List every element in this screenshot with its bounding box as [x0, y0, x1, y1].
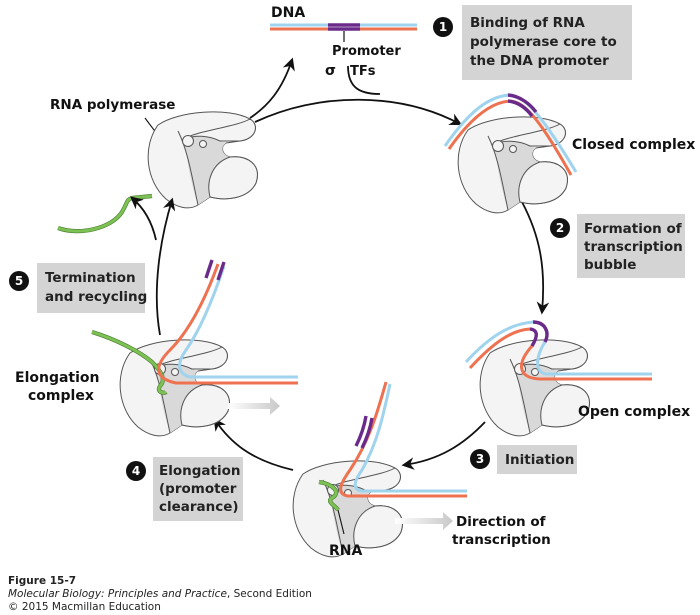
direction-label-line1: Direction of: [456, 514, 546, 530]
copyright: © 2015 Macmillan Education: [8, 601, 161, 613]
step-3-text-line1: Initiation: [505, 452, 574, 468]
step-4-text-line3: clearance): [159, 499, 239, 515]
elongation-direction-arrow: [228, 397, 280, 415]
arrow-to-closed-complex: [254, 98, 463, 126]
direction-arrow: [395, 512, 453, 530]
arrow-to-initiation-complex: [401, 421, 486, 470]
step-4-badge: 4 Elongation (promoter clearance): [126, 457, 243, 521]
direction-label-line2: transcription: [452, 532, 551, 548]
step-3-badge: 3 Initiation: [470, 445, 577, 474]
step-2-text-line3: bubble: [584, 257, 636, 273]
figure-caption: Figure 15-7 Molecular Biology: Principle…: [8, 575, 312, 614]
step-2-box: [577, 214, 685, 278]
step-1-text-line1: Binding of RNA: [470, 15, 585, 31]
step-5-box: [37, 263, 145, 313]
book-edition: , Second Edition: [226, 588, 312, 600]
elongation-complex-label-line1: Elongation: [15, 370, 100, 386]
figure-number: Figure 15-7: [8, 575, 76, 587]
closed-complex: [443, 93, 578, 214]
step-4-text-line1: Elongation: [159, 463, 240, 479]
step-2-text-line2: transcription: [584, 239, 683, 255]
step-5-number: 5: [15, 274, 23, 288]
step-5-text-line2: and recycling: [45, 289, 147, 305]
step-2-number: 2: [556, 221, 564, 235]
step-1-text-line3: the DNA promoter: [470, 53, 609, 69]
sigma-label: σ: [325, 63, 336, 79]
free-rna-polymerase: [147, 111, 258, 209]
open-complex-label: Open complex: [578, 404, 690, 420]
rna-polymerase-label: RNA polymerase: [50, 97, 175, 113]
released-rna: [57, 194, 153, 233]
tfs-label: TFs: [350, 64, 376, 79]
step-1-badge: 1 Binding of RNA polymerase core to the …: [433, 5, 632, 80]
free-dna: [270, 23, 417, 42]
dna-label: DNA: [271, 5, 305, 21]
step-3-box: [497, 445, 577, 474]
step-1-number-circle: [433, 17, 453, 37]
open-complex: [464, 320, 652, 437]
initiation-complex: [292, 381, 467, 558]
arrow-to-open-complex: [521, 201, 550, 315]
arrow-to-released-rna: [130, 196, 157, 241]
step-1-box: [462, 5, 632, 80]
elongation-complex-label-line2: complex: [28, 388, 94, 404]
step-1-number: 1: [439, 20, 447, 34]
step-3-number: 3: [476, 452, 484, 466]
step-4-box: [153, 457, 243, 521]
step-5-text-line1: Termination: [45, 270, 136, 286]
arrow-to-dna: [249, 57, 295, 119]
step-4-number: 4: [132, 464, 140, 478]
book-title: Molecular Biology: Principles and Practi…: [8, 588, 227, 600]
step-2-text-line1: Formation of: [584, 221, 682, 237]
rna-label: RNA: [329, 543, 362, 559]
step-4-text-line2: (promoter: [159, 481, 237, 497]
elongation-complex: [91, 259, 298, 437]
closed-complex-label: Closed complex: [572, 137, 695, 153]
step-1-text-line2: polymerase core to: [470, 34, 617, 50]
step-2-badge: 2 Formation of transcription bubble: [550, 214, 685, 278]
arrow-to-elongation-complex: [213, 417, 294, 471]
sigma-tfs-join-line: [347, 65, 381, 95]
promoter-label: Promoter: [332, 44, 401, 59]
arrow-to-free-polymerase: [155, 197, 176, 336]
step-5-badge: 5 Termination and recycling: [9, 263, 147, 313]
